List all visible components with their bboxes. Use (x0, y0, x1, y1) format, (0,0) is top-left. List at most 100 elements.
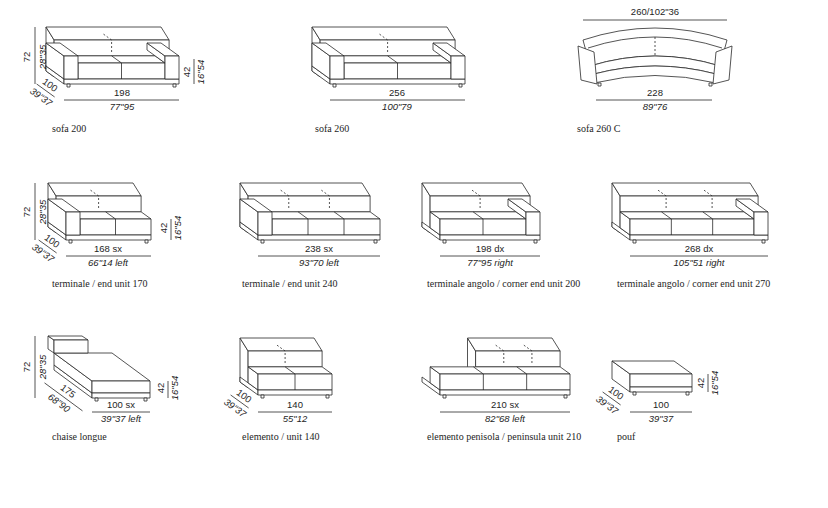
sofa-outline (46, 27, 169, 40)
dimension-label: 140 (287, 400, 303, 410)
caption-label: terminale / end unit 240 (242, 279, 338, 289)
cushion-line (483, 219, 484, 235)
sofa-drawing (240, 183, 380, 243)
armrest (46, 43, 78, 56)
dimension-line (258, 412, 332, 413)
sofa-outline (620, 212, 754, 219)
cushion-seam (480, 198, 481, 210)
sofa-leg (333, 84, 336, 87)
sofa-leg (69, 240, 72, 243)
sofa-outline (422, 183, 530, 196)
sofa-outline (476, 351, 560, 367)
armrest (330, 56, 344, 79)
dimension-label: 42 (696, 378, 706, 389)
sofa-outline (240, 183, 370, 196)
dimension-label: 77"95 right (467, 258, 513, 268)
dimension-line (258, 256, 380, 257)
armrest (165, 56, 179, 79)
sofa-outline (612, 183, 758, 196)
cushion-seam (277, 345, 285, 351)
sofa-outline (70, 212, 151, 219)
dimension-label: 228 (647, 88, 663, 98)
dimension-label: 42 (159, 223, 169, 234)
cushion-line (483, 374, 484, 390)
sofa-leg (686, 392, 689, 395)
cushion-seam (666, 198, 667, 210)
plinth (258, 235, 380, 240)
dimension-line (596, 100, 712, 101)
sofa-outline (430, 212, 526, 219)
plinth (440, 390, 570, 395)
dimension-label: 77"95 (110, 102, 135, 112)
curved-sofa-drawing (578, 28, 732, 86)
cushion-seam (329, 198, 330, 210)
armrest (240, 199, 272, 212)
sofa-leg (709, 83, 712, 86)
cushion-seam (98, 198, 99, 210)
dimension-label: 28"35 (38, 45, 48, 70)
armrest (754, 212, 768, 235)
dimension-label: 198 dx (476, 244, 505, 254)
plinth (330, 79, 465, 84)
cushion-seam (704, 190, 712, 196)
cushion-line (298, 212, 308, 219)
armrest (312, 43, 344, 56)
sofa-leg (374, 240, 377, 243)
sofa-leg (95, 398, 98, 401)
sofa-leg (598, 83, 601, 86)
dimension-label: 72 (22, 207, 32, 218)
dimension-label: 16"54 (710, 371, 720, 396)
sofa-outline (630, 374, 692, 387)
cushion-seam (387, 42, 388, 54)
sofa-outline (248, 367, 332, 374)
dimension-label: 16"54 (196, 60, 206, 85)
sofa-leg (762, 240, 765, 243)
sofa-drawing (612, 183, 768, 243)
caption-label: elemento penisola / peninsula unit 210 (427, 432, 581, 442)
dimension-line (630, 256, 768, 257)
sofa-leg (144, 398, 147, 401)
sofa-outline (440, 219, 526, 235)
dimension-label: 28"35 (38, 200, 48, 225)
cushion-seam (321, 190, 329, 196)
sofa-outline (630, 219, 754, 235)
sofa-leg (326, 395, 329, 398)
sofa-leg (443, 395, 446, 398)
sofa-outline (262, 212, 380, 219)
cushion-line (517, 367, 527, 374)
dimension-line (583, 20, 727, 21)
sofa-outline (468, 338, 561, 351)
sofa-outline (440, 374, 570, 390)
caption-label: elemento / unit 140 (242, 432, 320, 442)
sofa-outline (430, 367, 570, 374)
dimension-line (35, 336, 36, 398)
dimension-line (168, 381, 169, 398)
dimension-label: 55"12 (283, 414, 308, 424)
dimension-label: 42 (182, 67, 192, 78)
cushion-line (112, 56, 122, 63)
dimension-label: 268 dx (685, 244, 714, 254)
armrest (48, 199, 80, 212)
dimension-label: 100 (607, 384, 625, 401)
plinth (630, 387, 692, 392)
sofa-leg (443, 240, 446, 243)
caption-label: chaise longue (52, 432, 107, 442)
sofa-outline (272, 219, 380, 235)
cushion-seam (503, 353, 504, 365)
cushion-seam (380, 34, 388, 40)
dimension-label: 100 sx (107, 400, 135, 410)
sofa-outline (258, 374, 332, 390)
dimension-line (440, 412, 570, 413)
dimension-lines (35, 20, 768, 412)
dimension-label: 260/102"36 (631, 7, 679, 17)
sofa-leg (534, 240, 537, 243)
armrest (578, 46, 597, 84)
cushion-seam (531, 353, 532, 365)
cushion-line (388, 56, 398, 63)
cushion-seam (472, 190, 480, 196)
dimension-label: 168 sx (94, 244, 122, 254)
sofa-outline (612, 361, 692, 374)
